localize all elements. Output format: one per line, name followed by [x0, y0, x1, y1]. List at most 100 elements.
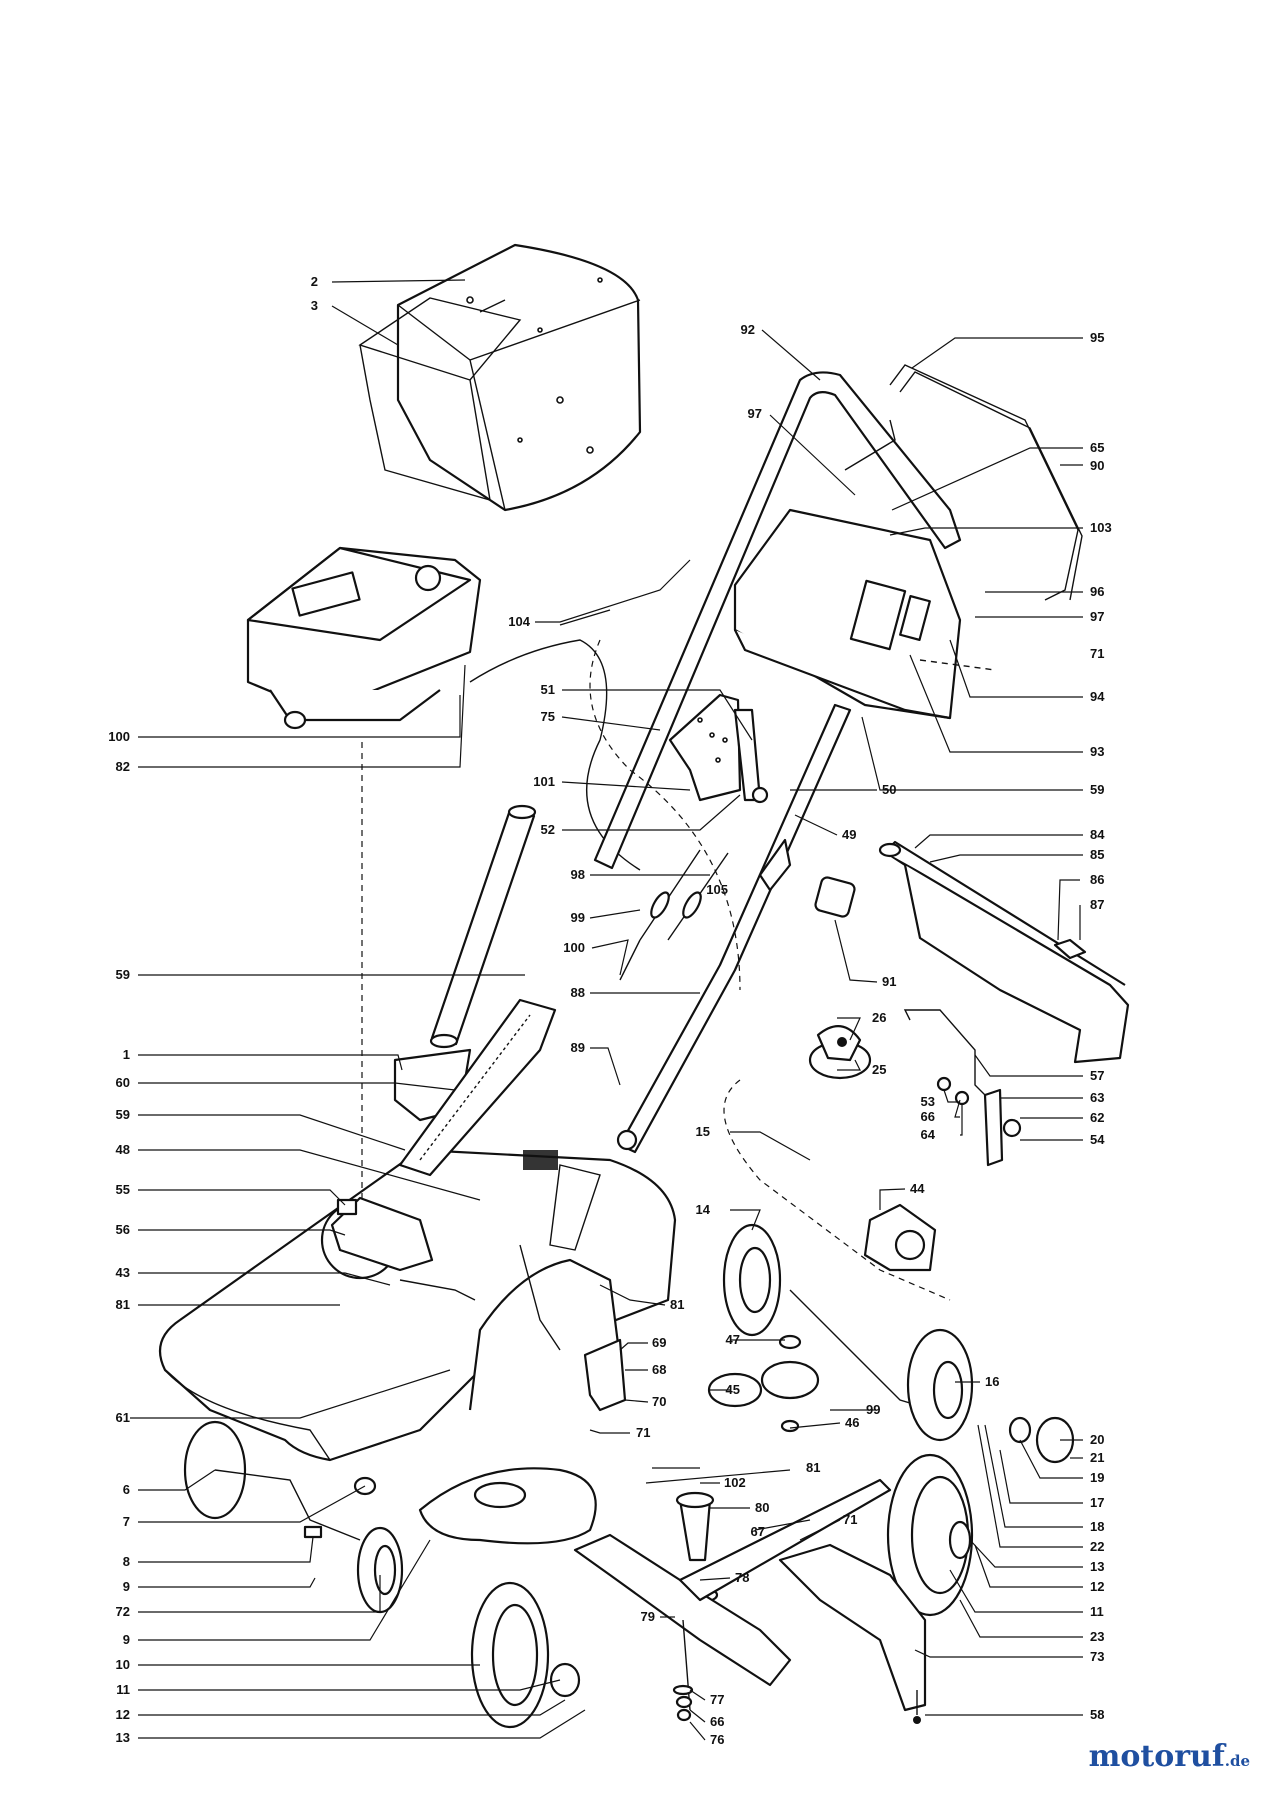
callout-11b: 11	[116, 1682, 130, 1697]
callout-88: 88	[571, 985, 585, 1000]
callout-16: 16	[985, 1374, 999, 1389]
callout-71c: 71	[843, 1512, 857, 1527]
height-adjust-rod	[903, 1009, 1022, 1167]
baffle-plate	[778, 1543, 927, 1712]
callout-53: 53	[921, 1094, 935, 1109]
mower-deck	[158, 1148, 677, 1462]
callout-92: 92	[741, 322, 755, 337]
callout-82: 82	[116, 759, 130, 774]
blade-guard-plate	[418, 1467, 597, 1545]
cutting-blade	[573, 1478, 892, 1687]
callout-13a: 13	[1090, 1559, 1104, 1574]
callout-7: 7	[123, 1514, 130, 1529]
height-adjuster	[668, 693, 769, 804]
grass-catcher-bag	[396, 243, 642, 512]
callout-57: 57	[1090, 1068, 1104, 1083]
callout-81c: 81	[806, 1460, 820, 1475]
mounting-bracket	[583, 1338, 627, 1412]
callout-58: 58	[1090, 1707, 1104, 1722]
callout-44: 44	[910, 1181, 925, 1196]
callout-9b: 9	[123, 1632, 130, 1647]
callout-105: 105	[706, 882, 728, 897]
callout-22: 22	[1090, 1539, 1104, 1554]
callout-45: 45	[726, 1382, 740, 1397]
callout-86: 86	[1090, 872, 1104, 887]
callout-101: 101	[533, 774, 555, 789]
callout-59b: 59	[116, 967, 130, 982]
rear-flap	[878, 840, 1130, 1064]
callout-48: 48	[116, 1142, 130, 1157]
callout-64: 64	[921, 1127, 936, 1142]
callout-65: 65	[1090, 440, 1104, 455]
callout-81a: 81	[116, 1297, 130, 1312]
callout-76: 76	[710, 1732, 724, 1747]
callout-20: 20	[1090, 1432, 1104, 1447]
catcher-frame	[358, 297, 522, 501]
hidden-line-handle	[589, 639, 741, 991]
callout-85: 85	[1090, 847, 1104, 862]
callout-49: 49	[842, 827, 856, 842]
blade-fasteners	[672, 1619, 921, 1724]
callout-3: 3	[311, 298, 318, 313]
switch-box	[330, 1196, 434, 1272]
front-axle-assembly	[722, 1223, 974, 1442]
brand-watermark: motoruf.de	[1089, 1739, 1250, 1774]
gearbox	[863, 1203, 937, 1272]
callout-87: 87	[1090, 897, 1104, 912]
callout-47: 47	[726, 1332, 740, 1347]
callout-73: 73	[1090, 1649, 1104, 1664]
callout-8: 8	[123, 1554, 130, 1569]
callout-104: 104	[508, 614, 530, 629]
callout-10: 10	[116, 1657, 130, 1672]
callout-43: 43	[116, 1265, 130, 1280]
callout-56: 56	[116, 1222, 130, 1237]
callout-91: 91	[882, 974, 896, 989]
callout-17: 17	[1090, 1495, 1104, 1510]
callout-75: 75	[541, 709, 555, 724]
callout-15: 15	[696, 1124, 710, 1139]
callout-97a: 97	[748, 406, 762, 421]
callout-11a: 11	[1090, 1604, 1104, 1619]
lower-handle-left	[429, 804, 537, 1049]
callout-93: 93	[1090, 744, 1104, 759]
callout-77: 77	[710, 1692, 724, 1707]
callout-79: 79	[641, 1609, 655, 1624]
callout-99b: 99	[866, 1402, 880, 1417]
callout-100b: 100	[563, 940, 585, 955]
callout-12b: 12	[116, 1707, 130, 1722]
callout-54: 54	[1090, 1132, 1105, 1147]
callout-13b: 13	[116, 1730, 130, 1745]
handle-clamp-knob	[814, 876, 856, 918]
callout-81b: 81	[670, 1297, 684, 1312]
bowden-cables	[619, 849, 729, 981]
front-left-wheel	[470, 1581, 581, 1729]
callout-90: 90	[1090, 458, 1104, 473]
brand-tld: .de	[1224, 1752, 1250, 1770]
callout-97b: 97	[1090, 609, 1104, 624]
callout-72: 72	[116, 1604, 130, 1619]
callout-14: 14	[696, 1202, 711, 1217]
callout-67: 67	[751, 1524, 765, 1539]
callout-99a: 99	[571, 910, 585, 925]
rear-housing	[733, 508, 996, 720]
throttle-cable	[469, 639, 641, 871]
callout-21: 21	[1090, 1450, 1104, 1465]
callout-51: 51	[541, 682, 555, 697]
callout-19: 19	[1090, 1470, 1104, 1485]
engine	[246, 546, 482, 730]
callout-numbers: 2 3 92 95 97 65 90 103 96 97 71 94 93 59…	[108, 274, 1111, 1747]
front-right-wheel	[886, 1453, 974, 1617]
callout-71a: 71	[1090, 646, 1104, 661]
callout-94: 94	[1090, 689, 1105, 704]
throttle-lever	[559, 609, 611, 626]
hidden-line-belt	[723, 1079, 951, 1301]
starter-pulley	[808, 1025, 872, 1080]
callout-12a: 12	[1090, 1579, 1104, 1594]
callout-95: 95	[1090, 330, 1104, 345]
callout-78: 78	[735, 1570, 749, 1585]
callout-50: 50	[882, 782, 896, 797]
callout-66a: 66	[921, 1109, 935, 1124]
drive-pulleys	[707, 1334, 820, 1433]
callout-59c: 59	[116, 1107, 130, 1122]
callout-18: 18	[1090, 1519, 1104, 1534]
